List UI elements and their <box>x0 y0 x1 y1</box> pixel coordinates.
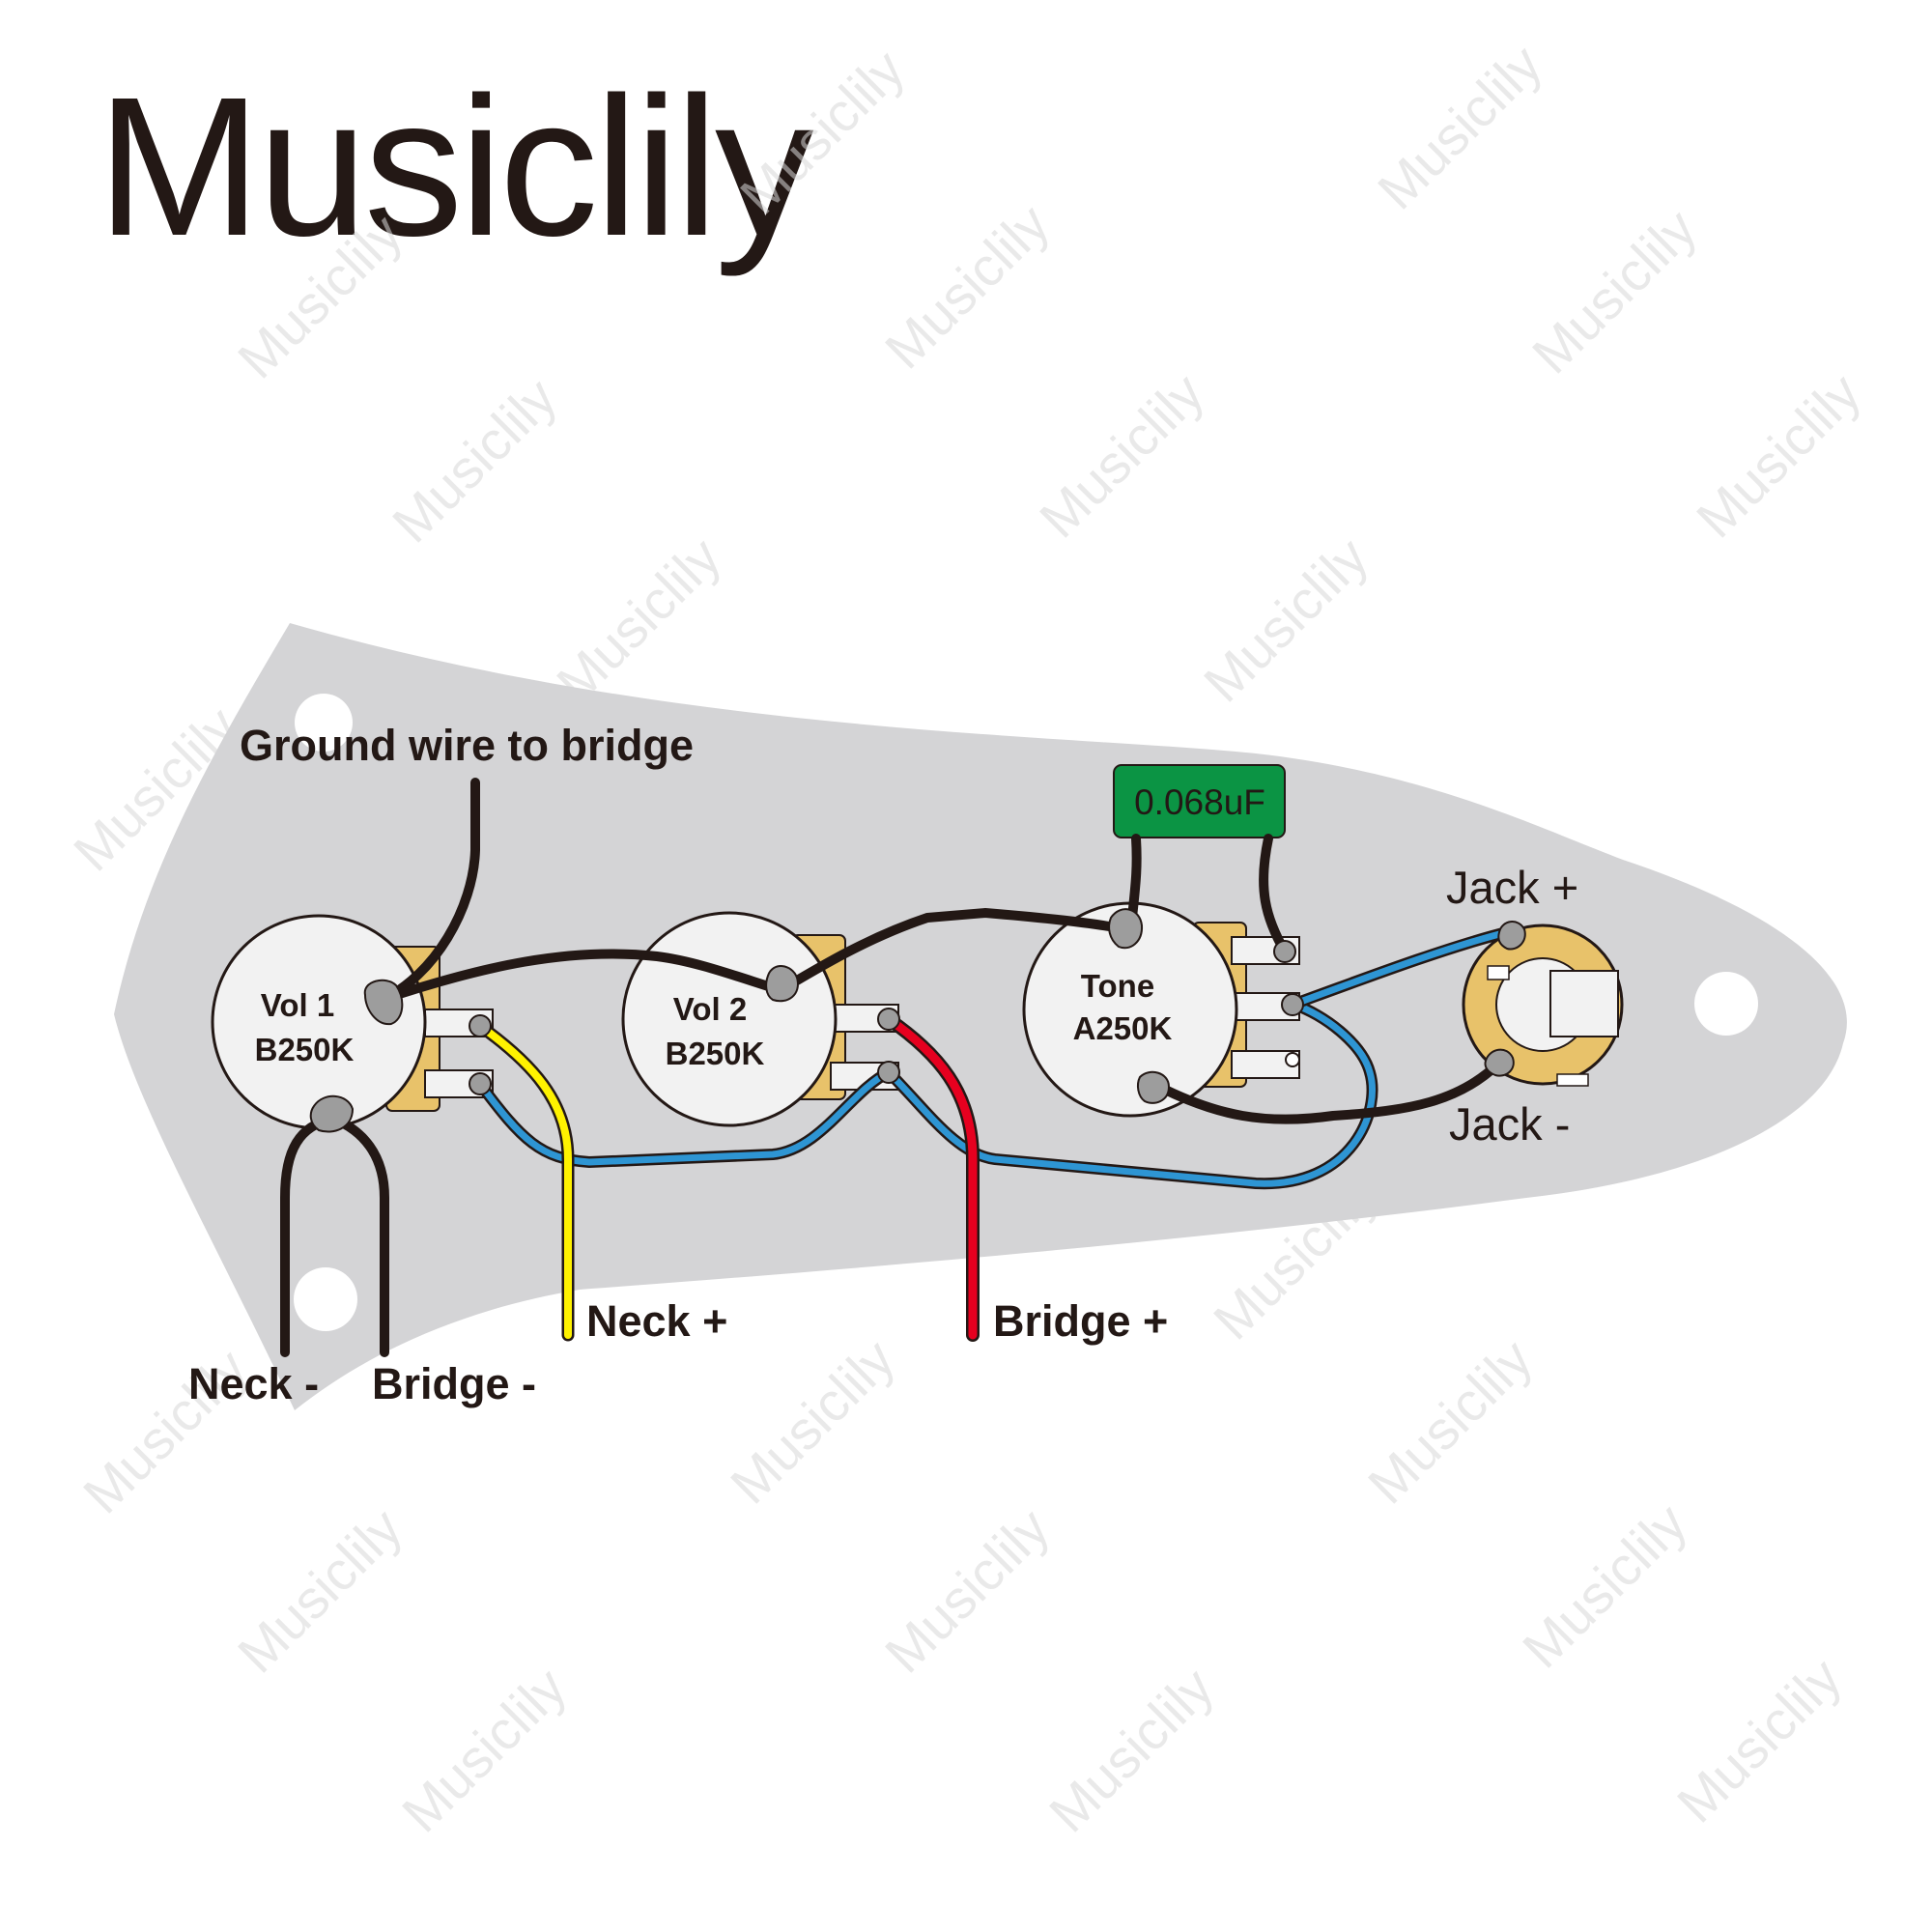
capacitor-label: 0.068uF <box>1134 782 1265 822</box>
watermark: Musiclily <box>873 192 1061 380</box>
red-wire <box>884 1014 978 1340</box>
ground-wire-label: Ground wire to bridge <box>240 721 694 770</box>
blue-wire <box>476 1001 1376 1187</box>
pot-label-line2: B250K <box>255 1032 355 1067</box>
watermark: Musiclily <box>719 1327 906 1515</box>
jack-minus-label: Jack - <box>1449 1098 1570 1150</box>
pot-label-line1: Tone <box>1081 968 1154 1004</box>
black-wire <box>1154 1060 1502 1124</box>
watermark: Musiclily <box>1511 1492 1698 1679</box>
watermark: Musiclily <box>381 366 568 554</box>
pot-label-line2: B250K <box>666 1036 765 1071</box>
yellow-wire <box>476 1022 572 1339</box>
watermark: Musiclily <box>226 1496 413 1684</box>
watermark: Musiclily <box>1192 526 1379 713</box>
brand-title: Musiclily <box>97 56 813 277</box>
pot-label-line2: A250K <box>1073 1010 1173 1046</box>
black-wire <box>1259 834 1290 956</box>
watermark: Musiclily <box>545 526 732 713</box>
watermark: Musiclily <box>1366 33 1553 220</box>
watermark: Musiclily <box>1028 361 1215 549</box>
watermark: Musiclily <box>873 1496 1061 1684</box>
watermark: Musiclily <box>728 38 916 225</box>
pot-label-line1: Vol 1 <box>261 987 334 1023</box>
blue-wire <box>1289 928 1511 1009</box>
watermark: Musiclily <box>390 1656 578 1843</box>
watermark: Musiclily <box>1356 1327 1544 1515</box>
capacitor: 0.068uF <box>1113 764 1286 838</box>
bridge-minus-label: Bridge - <box>372 1359 536 1408</box>
mounting-hole <box>295 694 353 752</box>
watermark: Musiclily <box>1685 361 1872 549</box>
neck-minus-label: Neck - <box>188 1359 319 1408</box>
solder-joints <box>309 908 1526 1133</box>
jack-plus-label: Jack + <box>1446 862 1578 913</box>
neck-plus-label: Neck + <box>586 1296 727 1346</box>
watermark: Musiclily <box>1037 1656 1225 1843</box>
output-jack <box>1462 923 1624 1087</box>
bridge-plus-label: Bridge + <box>993 1296 1168 1346</box>
control-plate <box>114 623 1847 1410</box>
watermark: Musiclily <box>226 202 413 389</box>
black-wire <box>1127 834 1142 923</box>
watermark: Musiclily <box>1520 197 1708 384</box>
ground-wire <box>377 778 480 1005</box>
pot-label-line1: Vol 2 <box>673 991 747 1027</box>
mounting-hole <box>294 1267 357 1331</box>
mounting-hole <box>1694 972 1758 1036</box>
watermark: Musiclily <box>1665 1646 1853 1833</box>
